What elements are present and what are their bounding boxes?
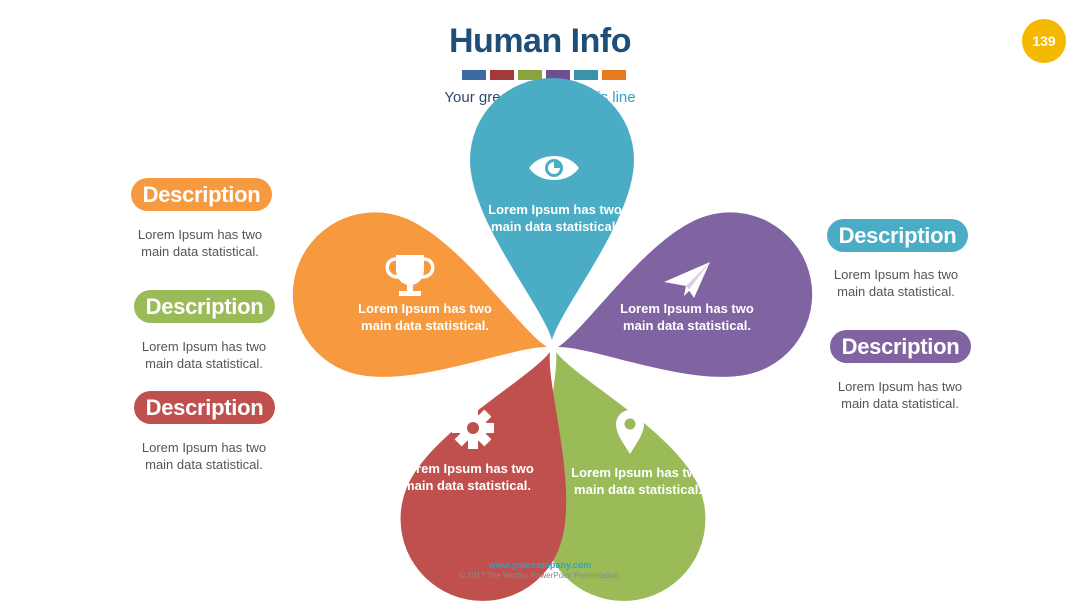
petal-text-line: main data statistical.	[623, 318, 751, 333]
footer-copyright: © 2017 The Worthy PowerPoint Presentatio…	[459, 571, 621, 580]
right-label-2-text: Lorem Ipsum has two main data statistica…	[800, 378, 1000, 412]
petal-text-line: Lorem Ipsum has two	[488, 202, 622, 217]
color-swatch	[574, 70, 598, 80]
left-label-2-text: Lorem Ipsum has two main data statistica…	[104, 338, 304, 372]
desc-line: Lorem Ipsum has two	[837, 379, 963, 394]
color-swatch	[546, 70, 570, 80]
petal-text-line: main data statistical.	[361, 318, 489, 333]
petal-text-line: main data statistical.	[574, 482, 702, 497]
trophy-icon	[385, 255, 435, 296]
color-swatch	[518, 70, 542, 80]
petal-red-text: Lorem Ipsum has two main data statistica…	[382, 460, 552, 494]
petal-text-line: Lorem Ipsum has two	[571, 465, 705, 480]
petal-teal-text: Lorem Ipsum has two main data statistica…	[470, 201, 640, 235]
left-label-1-text: Lorem Ipsum has two main data statistica…	[100, 226, 300, 260]
petal-text-line: Lorem Ipsum has two	[358, 301, 492, 316]
eye-icon	[529, 156, 579, 180]
page-number-badge: 139	[1022, 19, 1066, 63]
petal-orange-text: Lorem Ipsum has two main data statistica…	[340, 300, 510, 334]
desc-line: Lorem Ipsum has two	[141, 440, 267, 455]
petal-text-line: Lorem Ipsum has two	[620, 301, 754, 316]
color-swatch	[602, 70, 626, 80]
petal-purple-text: Lorem Ipsum has two main data statistica…	[602, 300, 772, 334]
desc-line: main data statistical.	[141, 244, 259, 259]
desc-line: main data statistical.	[145, 356, 263, 371]
right-label-1-title: Description	[827, 219, 968, 252]
color-swatch	[462, 70, 486, 80]
petal-text-line: main data statistical.	[491, 219, 619, 234]
right-label-2-title: Description	[830, 330, 971, 363]
desc-line: Lorem Ipsum has two	[137, 227, 263, 242]
left-label-3-title: Description	[134, 391, 275, 424]
page-title: Human Info	[449, 22, 631, 60]
right-label-1-text: Lorem Ipsum has two main data statistica…	[796, 266, 996, 300]
desc-line: Lorem Ipsum has two	[833, 267, 959, 282]
location-pin-icon	[616, 410, 644, 454]
petal-green-text: Lorem Ipsum has two main data statistica…	[553, 464, 723, 498]
footer-url[interactable]: www.yourcompany.com	[488, 560, 592, 570]
color-swatch	[490, 70, 514, 80]
left-label-3-text: Lorem Ipsum has two main data statistica…	[104, 439, 304, 473]
left-label-2-title: Description	[134, 290, 275, 323]
desc-line: main data statistical.	[837, 284, 955, 299]
gear-icon	[452, 407, 494, 449]
petal-text-line: Lorem Ipsum has two	[400, 461, 534, 476]
paper-plane-icon	[664, 262, 710, 298]
petal-text-line: main data statistical.	[403, 478, 531, 493]
left-label-1-title: Description	[131, 178, 272, 211]
color-bar	[462, 70, 626, 80]
desc-line: Lorem Ipsum has two	[141, 339, 267, 354]
desc-line: main data statistical.	[841, 396, 959, 411]
desc-line: main data statistical.	[145, 457, 263, 472]
